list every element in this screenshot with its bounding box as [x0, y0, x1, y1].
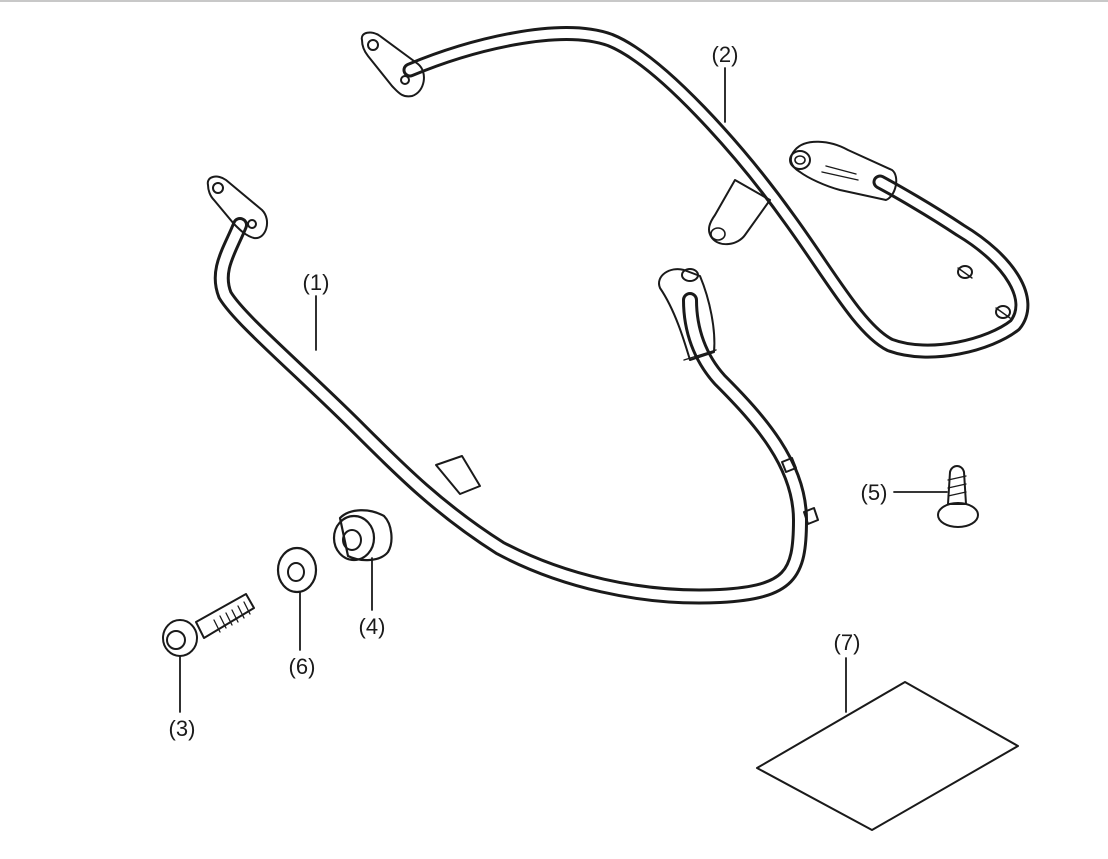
callout-label-5: (5)	[861, 480, 888, 505]
callout-label-3: (3)	[169, 716, 196, 741]
callout-label-7: (7)	[834, 630, 861, 655]
front-crash-bar	[206, 175, 819, 605]
callout-label-2: (2)	[712, 42, 739, 67]
top-border	[0, 0, 1108, 2]
collar	[332, 509, 393, 562]
rivet-clip	[937, 465, 979, 528]
callout-labels: (1) (2) (3) (4) (5) (6) (7)	[169, 42, 888, 741]
callout-label-1: (1)	[303, 270, 330, 295]
washer	[276, 546, 318, 594]
leader-lines	[179, 67, 948, 713]
bolt	[162, 593, 255, 657]
instruction-sheet	[756, 681, 1019, 831]
callout-label-6: (6)	[289, 654, 316, 679]
callout-label-4: (4)	[359, 614, 386, 639]
rear-crash-bar	[360, 26, 1030, 359]
